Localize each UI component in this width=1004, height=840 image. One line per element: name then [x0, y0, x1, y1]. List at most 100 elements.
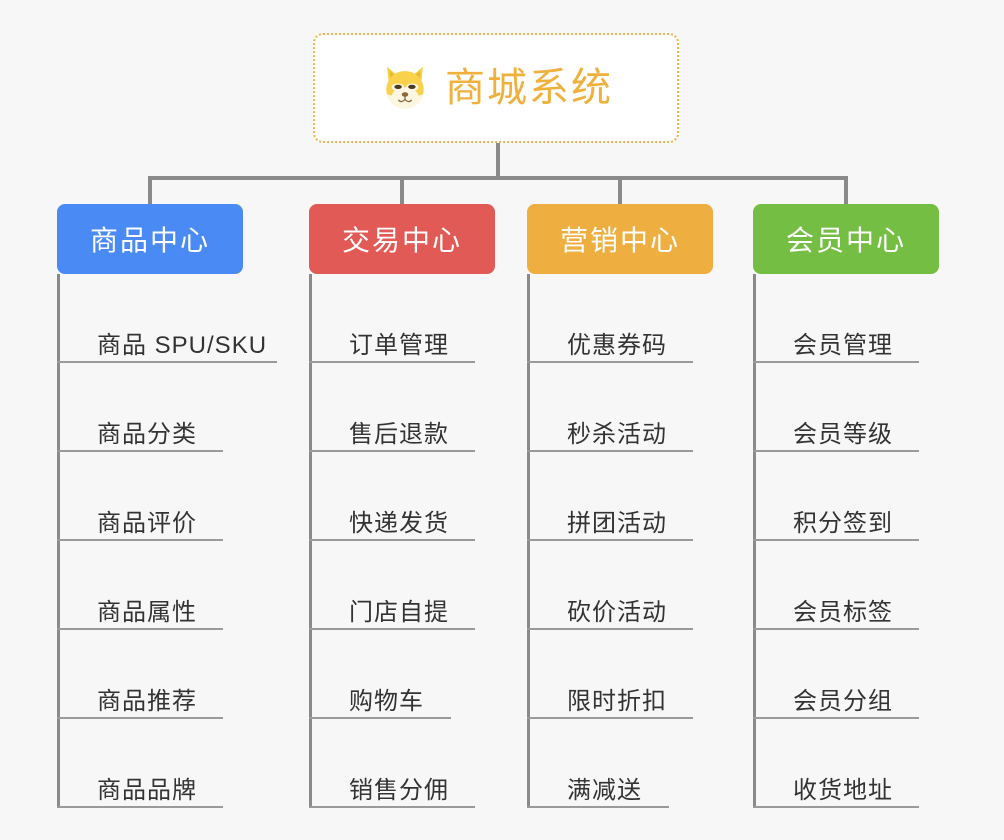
category-label-3: 营销中心 — [559, 225, 680, 256]
leaf-item[interactable]: 商品属性 — [57, 541, 287, 630]
leaf-underline — [753, 539, 919, 541]
leaf-item[interactable]: 商品评价 — [57, 452, 287, 541]
leaf-underline — [57, 717, 223, 719]
connector-horizontal-bus — [148, 176, 848, 180]
leaf-label: 会员标签 — [793, 598, 893, 626]
leaf-item[interactable]: 快递发货 — [309, 452, 539, 541]
leaf-label: 优惠券码 — [567, 331, 667, 359]
leaf-item[interactable]: 会员分组 — [753, 630, 973, 719]
leaf-underline — [57, 539, 223, 541]
connector-drop-1 — [148, 176, 152, 206]
leaf-underline — [309, 361, 475, 363]
leaf-item[interactable]: 砍价活动 — [527, 541, 747, 630]
leaf-label: 砍价活动 — [567, 598, 667, 626]
leaf-label: 商品推荐 — [97, 687, 197, 715]
leaf-item[interactable]: 商品 SPU/SKU — [57, 274, 287, 363]
trunk-line-2 — [309, 274, 312, 808]
leaf-label: 秒杀活动 — [567, 420, 667, 448]
leaf-list-3: 优惠券码 秒杀活动 拼团活动 砍价活动 限时折扣 满减送 — [527, 274, 747, 808]
leaf-item[interactable]: 购物车 — [309, 630, 539, 719]
category-label-4: 会员中心 — [785, 225, 906, 256]
category-column-商品中心: 商品中心 商品 SPU/SKU 商品分类 商品评价 商品属性 商品推荐 — [57, 204, 287, 808]
leaf-item[interactable]: 收货地址 — [753, 719, 973, 808]
category-header-2[interactable]: 交易中心 — [309, 204, 495, 274]
root-node[interactable]: 商城系统 — [313, 33, 679, 143]
leaf-underline — [309, 717, 451, 719]
category-column-交易中心: 交易中心 订单管理 售后退款 快递发货 门店自提 购物车 — [309, 204, 539, 808]
leaf-label: 收货地址 — [793, 776, 893, 804]
leaf-list-2: 订单管理 售后退款 快递发货 门店自提 购物车 销售分佣 — [309, 274, 539, 808]
leaf-label: 快递发货 — [349, 509, 449, 537]
leaf-label: 商品属性 — [97, 598, 197, 626]
leaf-underline — [753, 806, 919, 808]
leaf-underline — [753, 361, 919, 363]
leaf-item[interactable]: 会员管理 — [753, 274, 973, 363]
leaf-underline — [527, 361, 693, 363]
leaf-label: 门店自提 — [349, 598, 449, 626]
leaf-item[interactable]: 商品品牌 — [57, 719, 287, 808]
leaf-underline — [753, 450, 919, 452]
category-label-1: 商品中心 — [89, 225, 210, 256]
leaf-label: 拼团活动 — [567, 509, 667, 537]
leaf-underline — [527, 806, 669, 808]
leaf-list-4: 会员管理 会员等级 积分签到 会员标签 会员分组 收货地址 — [753, 274, 973, 808]
leaf-label: 售后退款 — [349, 420, 449, 448]
leaf-label: 商品 SPU/SKU — [97, 331, 268, 359]
leaf-item[interactable]: 限时折扣 — [527, 630, 747, 719]
leaf-label: 满减送 — [567, 776, 642, 804]
connector-drop-2 — [400, 176, 404, 206]
leaf-label: 销售分佣 — [349, 776, 449, 804]
leaf-underline — [753, 628, 919, 630]
leaf-item[interactable]: 优惠券码 — [527, 274, 747, 363]
leaf-label: 购物车 — [349, 687, 424, 715]
leaf-underline — [57, 628, 223, 630]
leaf-underline — [57, 450, 223, 452]
leaf-underline — [309, 450, 475, 452]
category-header-3[interactable]: 营销中心 — [527, 204, 713, 274]
leaf-underline — [527, 717, 693, 719]
trunk-line-1 — [57, 274, 60, 808]
leaf-label: 会员分组 — [793, 687, 893, 715]
leaf-underline — [753, 717, 919, 719]
leaf-item[interactable]: 会员标签 — [753, 541, 973, 630]
leaf-label: 限时折扣 — [567, 687, 667, 715]
leaf-list-1: 商品 SPU/SKU 商品分类 商品评价 商品属性 商品推荐 商品品牌 — [57, 274, 287, 808]
category-label-2: 交易中心 — [341, 225, 462, 256]
leaf-underline — [527, 539, 693, 541]
leaf-underline — [527, 628, 693, 630]
leaf-underline — [309, 628, 475, 630]
leaf-label: 积分签到 — [793, 509, 893, 537]
category-column-营销中心: 营销中心 优惠券码 秒杀活动 拼团活动 砍价活动 限时折扣 — [527, 204, 747, 808]
leaf-item[interactable]: 商品推荐 — [57, 630, 287, 719]
trunk-line-3 — [527, 274, 530, 808]
trunk-line-4 — [753, 274, 756, 808]
category-column-会员中心: 会员中心 会员管理 会员等级 积分签到 会员标签 会员分组 — [753, 204, 973, 808]
connector-drop-4 — [844, 176, 848, 206]
leaf-item[interactable]: 会员等级 — [753, 363, 973, 452]
shiba-dog-icon — [386, 66, 424, 109]
leaf-item[interactable]: 商品分类 — [57, 363, 287, 452]
connector-drop-3 — [618, 176, 622, 206]
connector-root-stem — [496, 143, 500, 179]
leaf-underline — [527, 450, 693, 452]
leaf-label: 商品品牌 — [97, 776, 197, 804]
leaf-underline — [309, 539, 475, 541]
leaf-item[interactable]: 门店自提 — [309, 541, 539, 630]
leaf-underline — [57, 806, 223, 808]
leaf-item[interactable]: 订单管理 — [309, 274, 539, 363]
leaf-item[interactable]: 售后退款 — [309, 363, 539, 452]
leaf-underline — [57, 361, 277, 363]
leaf-item[interactable]: 秒杀活动 — [527, 363, 747, 452]
category-header-1[interactable]: 商品中心 — [57, 204, 243, 274]
leaf-underline — [309, 806, 475, 808]
category-header-4[interactable]: 会员中心 — [753, 204, 939, 274]
leaf-label: 会员管理 — [793, 331, 893, 359]
leaf-item[interactable]: 拼团活动 — [527, 452, 747, 541]
leaf-label: 商品评价 — [97, 509, 197, 537]
leaf-label: 商品分类 — [97, 420, 197, 448]
leaf-item[interactable]: 满减送 — [527, 719, 747, 808]
leaf-label: 订单管理 — [349, 331, 449, 359]
leaf-item[interactable]: 积分签到 — [753, 452, 973, 541]
leaf-item[interactable]: 销售分佣 — [309, 719, 539, 808]
